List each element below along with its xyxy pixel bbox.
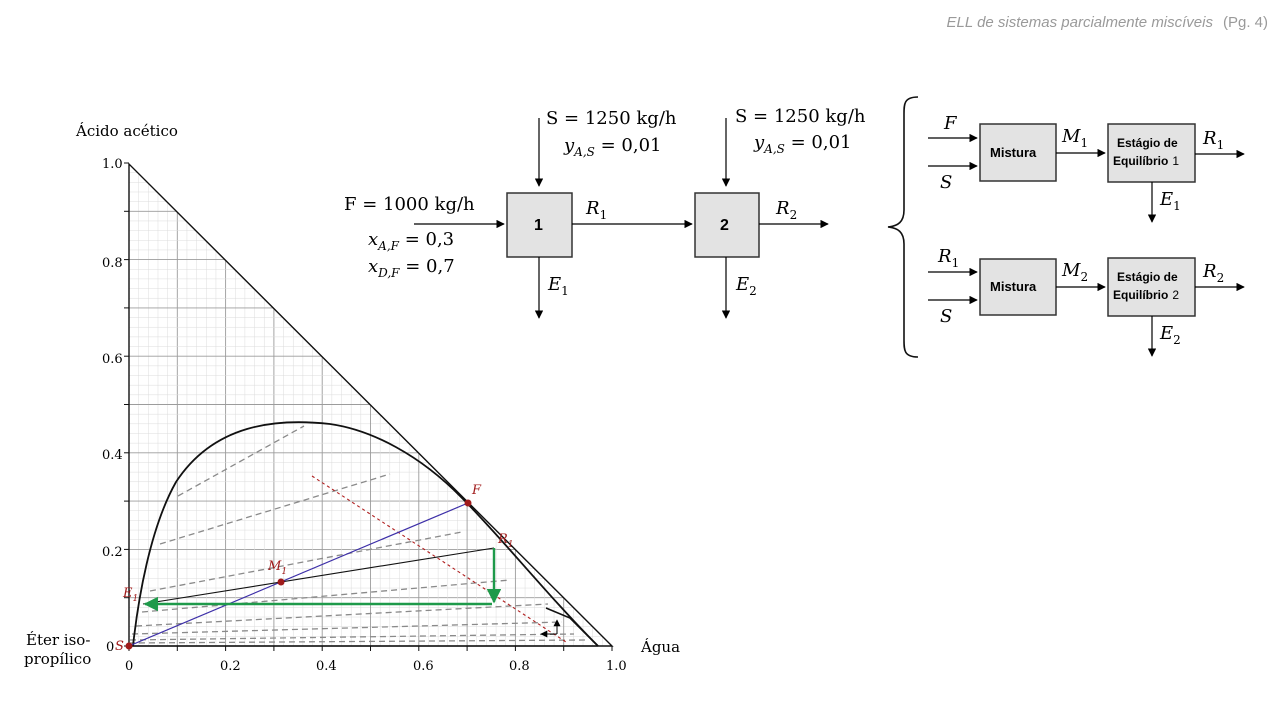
x-tick-1-0: 1.0 (606, 659, 627, 674)
x-tick-0: 0 (125, 659, 133, 674)
x-tick-0-2: 0.2 (220, 659, 241, 674)
mixer-box-1 (979, 123, 1057, 182)
e1-label: E1 (547, 274, 569, 298)
block1-e-label: E1 (1159, 189, 1181, 213)
s1-flow-label: S = 1250 kg/h (546, 108, 677, 129)
equilibrium-stage-box-1 (1107, 123, 1196, 183)
stage-box-1-line1: Estágio de (1117, 136, 1178, 150)
mixer-box-2-label: Mistura (990, 279, 1037, 294)
block2-m-label: M2 (1061, 260, 1088, 284)
curly-brace (887, 96, 919, 358)
y-tick-0: 0 (106, 640, 114, 655)
conjugate-line (311, 475, 567, 643)
y-tick-0-4: 0.4 (102, 448, 123, 463)
point-s (125, 642, 133, 650)
s1-composition: yA,S = 0,01 (563, 135, 661, 159)
tick-marks (124, 162, 613, 651)
r2-label: R2 (775, 198, 797, 222)
label-f: F (471, 483, 482, 498)
block1-f-label: F (943, 113, 958, 134)
block1-s-label: S (940, 172, 952, 193)
axis-acetic-acid: Ácido acético (75, 122, 178, 140)
xa-composition: xA,F = 0,3 (368, 229, 454, 253)
y-tick-0-2: 0.2 (102, 545, 123, 560)
stage-box-2-line1: Estágio de (1117, 270, 1178, 284)
block2-r-label: R2 (1202, 261, 1224, 285)
process-flow: S = 1250 kg/h yA,S = 0,01 S = 1250 kg/h … (344, 106, 866, 319)
mixing-line (128, 502, 469, 647)
s2-flow-label: S = 1250 kg/h (735, 106, 866, 127)
block2-r-in-label: R1 (937, 246, 959, 270)
s2-composition: yA,S = 0,01 (753, 132, 851, 156)
x-tick-0-4: 0.4 (316, 659, 337, 674)
label-s: S (115, 639, 124, 654)
ternary-diagram: F M1 R1 E1 S 1.0 0.8 0.6 0.4 0.2 0 0 0.2… (24, 122, 680, 674)
xd-composition: xD,F = 0,7 (368, 256, 455, 280)
x-tick-0-8: 0.8 (509, 659, 530, 674)
axis-water: Água (640, 638, 680, 656)
block1-r-label: R1 (1202, 128, 1224, 152)
binodal-curve (132, 421, 599, 647)
y-tick-1-0: 1.0 (102, 157, 123, 172)
f-flow-label: F = 1000 kg/h (344, 194, 475, 215)
block2-s-label: S (940, 306, 952, 327)
label-m1: M1 (267, 559, 287, 577)
tie-line-r1-e1 (142, 547, 495, 605)
tie-lines (128, 425, 587, 644)
y-tick-0-6: 0.6 (102, 352, 123, 367)
mixer-box-1-label: Mistura (990, 145, 1037, 160)
label-e1: E1 (122, 586, 138, 604)
axis-ether-line1: Éter iso- (26, 631, 90, 649)
header-title: ELL de sistemas parcialmente miscíveis (946, 14, 1213, 31)
stage-box-2-number: 2 (720, 217, 729, 234)
y-tick-0-8: 0.8 (102, 256, 123, 271)
equilibrium-stage-box-2 (1107, 257, 1196, 317)
stage-box-1-number: 1 (534, 217, 543, 234)
block2-e-label: E2 (1159, 323, 1181, 347)
axis-ether-line2: propílico (24, 650, 91, 668)
header-page-number: (Pg. 4) (1222, 14, 1268, 31)
r1-label: R1 (585, 198, 607, 222)
e2-label: E2 (735, 274, 757, 298)
point-m1 (277, 578, 285, 586)
x-tick-0-6: 0.6 (413, 659, 434, 674)
label-r1: R1 (497, 532, 514, 550)
header-note: ELL de sistemas parcialmente miscíveis (P… (946, 14, 1268, 31)
block1-m-label: M1 (1061, 126, 1088, 150)
stage-box-2 (694, 192, 760, 258)
point-f (464, 499, 472, 507)
